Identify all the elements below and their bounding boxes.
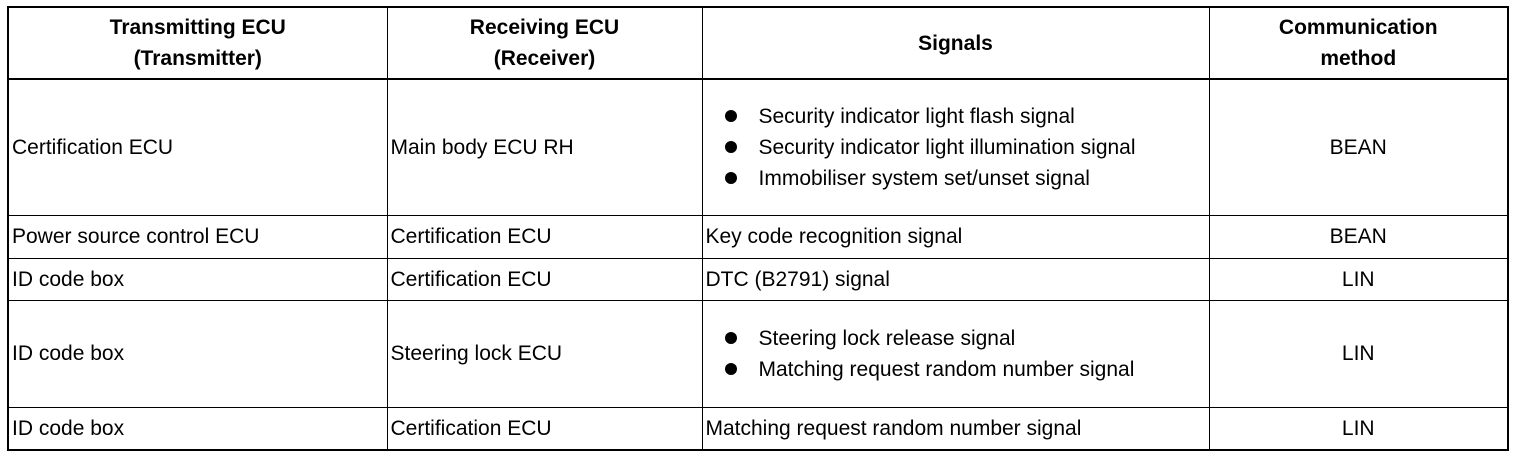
table-row: ID code box Certification ECU DTC (B2791… xyxy=(7,257,1509,301)
bullet-icon xyxy=(724,109,737,122)
bullet-icon xyxy=(724,140,737,153)
bullet-icon xyxy=(724,331,737,344)
header-transmitting-line-2: (Transmitter) xyxy=(133,47,262,70)
receiver-cell: Main body ECU RH xyxy=(386,78,703,216)
signal-item: Security indicator light illumination si… xyxy=(724,132,1209,163)
signal-item: Security indicator light flash signal xyxy=(724,101,1209,132)
header-method-line-2: method xyxy=(1320,47,1397,70)
signal-text: Immobiliser system set/unset signal xyxy=(758,166,1090,190)
method-cell: BEAN xyxy=(1208,78,1509,216)
bullet-icon xyxy=(724,362,737,375)
receiver-cell: Certification ECU xyxy=(386,214,703,259)
receiver-cell: Steering lock ECU xyxy=(386,299,703,408)
transmitter-cell: ID code box xyxy=(7,257,388,301)
communication-table-wrapper: Transmitting ECU (Transmitter) Receiving… xyxy=(7,6,1509,451)
header-row: Transmitting ECU (Transmitter) Receiving… xyxy=(7,6,1509,80)
table-row: ID code box Steering lock ECU Steering l… xyxy=(7,299,1509,408)
table-row: Power source control ECU Certification E… xyxy=(7,214,1509,259)
receiver-cell: Certification ECU xyxy=(386,257,703,301)
signals-cell: Matching request random number signal xyxy=(701,406,1210,451)
method-cell: LIN xyxy=(1208,299,1509,408)
signal-item: Steering lock release signal xyxy=(724,323,1209,354)
header-signals: Signals xyxy=(701,6,1210,80)
signal-item: Immobiliser system set/unset signal xyxy=(724,163,1209,194)
transmitter-cell: ID code box xyxy=(7,406,388,451)
receiver-cell: Certification ECU xyxy=(386,406,703,451)
transmitter-cell: ID code box xyxy=(7,299,388,408)
signal-text: Security indicator light flash signal xyxy=(758,104,1075,128)
communication-table: Transmitting ECU (Transmitter) Receiving… xyxy=(7,6,1509,451)
transmitter-cell: Certification ECU xyxy=(7,78,388,216)
method-cell: LIN xyxy=(1208,406,1509,451)
signals-cell: DTC (B2791) signal xyxy=(701,257,1210,301)
header-receiving-line-1: Receiving ECU xyxy=(469,16,620,39)
method-cell: LIN xyxy=(1208,257,1509,301)
signals-cell: Steering lock release signal Matching re… xyxy=(701,299,1210,408)
header-transmitting-line-1: Transmitting ECU xyxy=(109,16,286,39)
signals-cell: Key code recognition signal xyxy=(701,214,1210,259)
method-cell: BEAN xyxy=(1208,214,1509,259)
transmitter-cell: Power source control ECU xyxy=(7,214,388,259)
signal-text: Matching request random number signal xyxy=(758,357,1135,381)
header-receiving-line-2: (Receiver) xyxy=(493,47,596,70)
table-row: ID code box Certification ECU Matching r… xyxy=(7,406,1509,451)
signal-text: Steering lock release signal xyxy=(758,326,1016,350)
signal-item: Matching request random number signal xyxy=(724,354,1209,385)
header-communication-method: Communication method xyxy=(1208,6,1509,80)
signals-cell: Security indicator light flash signal Se… xyxy=(701,78,1210,216)
bullet-icon xyxy=(724,171,737,184)
table-row: Certification ECU Main body ECU RH Secur… xyxy=(7,78,1509,216)
header-signals-label: Signals xyxy=(918,31,993,55)
header-receiving-ecu: Receiving ECU (Receiver) xyxy=(386,6,703,80)
signal-text: Security indicator light illumination si… xyxy=(758,135,1136,159)
header-transmitting-ecu: Transmitting ECU (Transmitter) xyxy=(7,6,388,80)
signals-list: Security indicator light flash signal Se… xyxy=(703,101,1209,194)
signals-list: Steering lock release signal Matching re… xyxy=(703,323,1209,385)
header-method-line-1: Communication xyxy=(1278,16,1438,39)
